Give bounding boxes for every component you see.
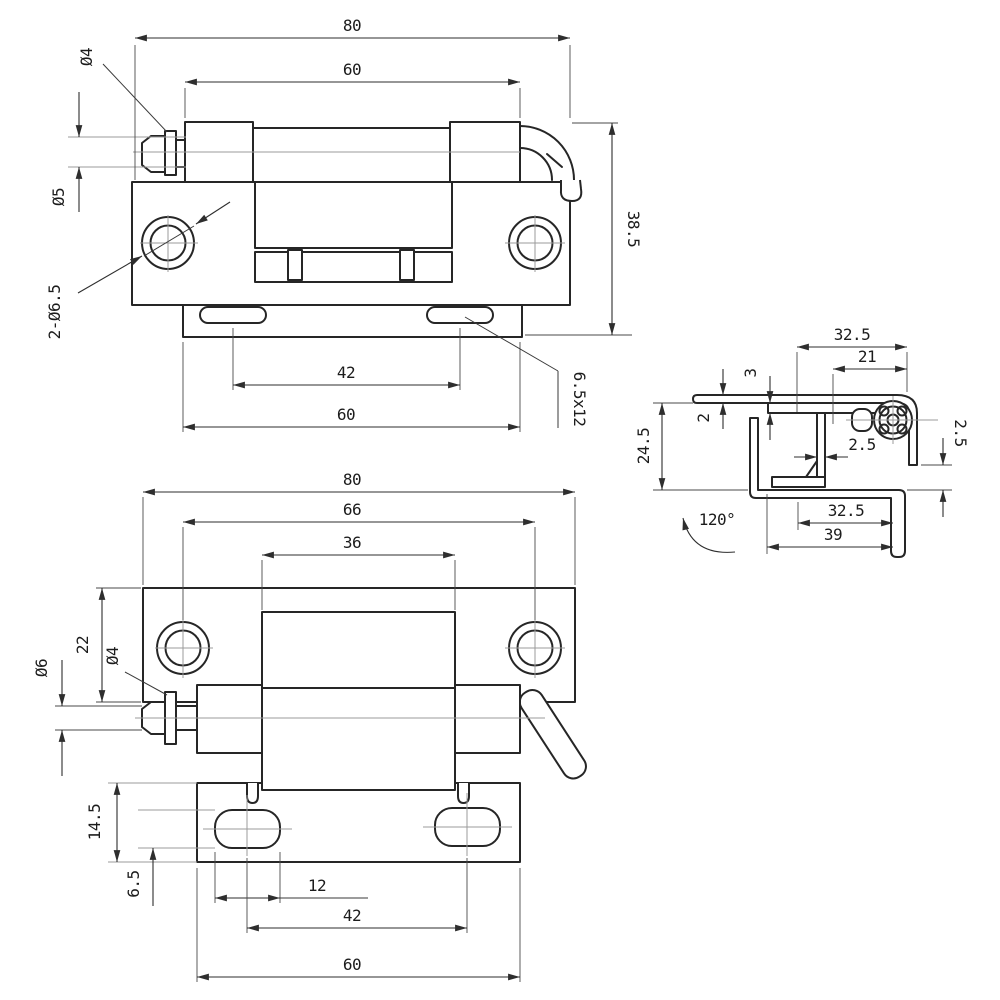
pin-shaft (175, 139, 186, 168)
dim-label-profile-depth: 24.5 (634, 428, 653, 465)
dim-label-cutout-width: 36 (343, 533, 361, 552)
strike-opening (261, 611, 456, 689)
leader-pin-tip (102, 63, 168, 133)
strike-tab-left (287, 249, 303, 281)
dim-label-leaf-thickness: 3 (741, 368, 760, 377)
mount-slot-left (199, 306, 267, 324)
hinge-barrel (252, 127, 451, 183)
dim-label-hole-centers: 66 (343, 500, 361, 519)
base-plate (196, 782, 521, 863)
opening-angle-arrow (682, 517, 736, 553)
bottom-view: 80 66 36 22 Ø6 Ø4 14.5 6.5 12 42 60 (32, 470, 587, 982)
release-lever (518, 688, 587, 780)
dim-label-pin-dia: Ø6 (32, 659, 51, 677)
leader-slot-size (464, 316, 559, 372)
pin-washer (164, 130, 177, 176)
lever-elbow-outer (519, 125, 575, 181)
dim-label-pin-shaft-dia: Ø5 (49, 188, 68, 206)
dim-label-base-height: 14.5 (85, 804, 104, 841)
dim-label-bottom-base-width: 60 (343, 955, 361, 974)
section-view: 32.5 21 3 2 24.5 2.5 2.5 32.5 39 120° (634, 325, 970, 558)
hinge-body (261, 687, 456, 791)
dim-label-barrel-length: 60 (343, 60, 361, 79)
frame-profile (749, 417, 906, 558)
dim-label-pivot-offset: 21 (858, 347, 876, 366)
plate-notch-right (457, 783, 470, 804)
base-plate (182, 304, 523, 338)
dim-label-top-overall-width: 80 (343, 16, 361, 35)
strike-tab-right (399, 249, 415, 281)
lever-tab (559, 179, 583, 202)
dim-label-slot-centers: 42 (337, 363, 355, 382)
lever-elbow-inner (519, 147, 553, 181)
dim-label-washer-dia: Ø4 (103, 647, 122, 665)
dim-label-slot-offset: 6.5 (124, 870, 143, 897)
knuckle-right (454, 684, 521, 754)
dim-label-overall-depth: 39 (824, 525, 842, 544)
knuckle-left (196, 684, 263, 754)
mount-slot-right (426, 306, 494, 324)
dim-label-bottom-slot-centers: 42 (343, 906, 361, 925)
web-foot (771, 476, 826, 488)
plate-notch-left (246, 783, 259, 804)
leader-washer (124, 671, 168, 696)
dim-label-flange-offset-top: 32.5 (834, 325, 871, 344)
top-view: 80 60 Ø4 Ø5 2-Ø6.5 38.5 42 60 6.5x12 (45, 16, 643, 432)
strike-opening (254, 181, 453, 249)
dim-label-flange-offset-bottom: 32.5 (828, 501, 865, 520)
dim-label-slot-length: 12 (308, 876, 326, 895)
dim-label-opening-angle: 120° (699, 510, 736, 529)
dim-label-bottom-overall-width: 80 (343, 470, 361, 489)
door-web (816, 412, 826, 480)
leader-holes (77, 255, 143, 294)
dim-label-mounting-holes: 2-Ø6.5 (45, 285, 64, 340)
dim-label-base-width: 60 (337, 405, 355, 424)
dim-label-slot-size: 6.5x12 (570, 372, 589, 427)
dim-label-sheet-thickness: 2 (694, 413, 713, 422)
strike-band (254, 251, 453, 283)
dim-label-web-thickness: 2.5 (848, 435, 875, 454)
dim-label-pin-tip-dia: Ø4 (77, 48, 96, 66)
dim-label-overall-height: 38.5 (624, 211, 643, 248)
dim-label-edge-clearance: 2.5 (951, 419, 970, 446)
dim-label-plate-height: 22 (73, 636, 92, 654)
